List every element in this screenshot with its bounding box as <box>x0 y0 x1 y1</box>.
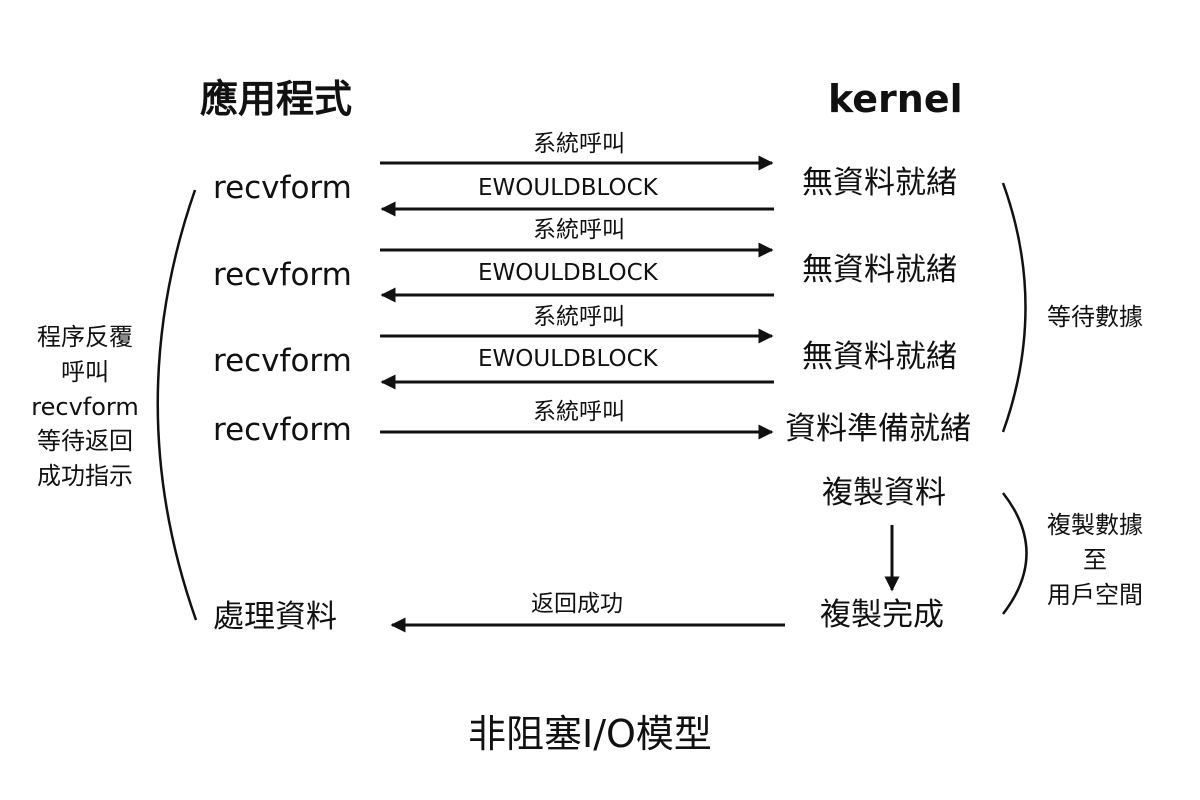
row4-call-label: 系統呼叫 <box>533 399 625 425</box>
final-process-label: 處理資料 <box>213 599 337 635</box>
copy-note-line: 複製數據 <box>1047 511 1143 539</box>
left-note-line: 等待返回 <box>37 427 133 456</box>
final-return-label: 返回成功 <box>531 591 623 617</box>
left-bracket <box>156 189 198 621</box>
row2-kernel-state: 無資料就緒 <box>802 252 957 288</box>
row2-reply-label: EWOULDBLOCK <box>478 260 658 286</box>
row2-process-label: recvform <box>213 257 352 293</box>
row3-call-label: 系統呼叫 <box>533 304 625 330</box>
row2-call-label: 系統呼叫 <box>533 217 625 243</box>
row4-process-label: recvform <box>213 412 352 448</box>
app-header: 應用程式 <box>200 77 353 121</box>
copy-done-label: 複製完成 <box>820 597 944 633</box>
left-note-line: 程序反覆 <box>37 323 133 351</box>
left-note-line: 呼叫 <box>61 357 109 386</box>
left-note: 程序反覆 呼叫 recvform 等待返回 成功指示 <box>14 320 156 494</box>
row1-kernel-state: 無資料就緒 <box>802 165 957 201</box>
copy-note: 複製數據 至 用戶空間 <box>1025 508 1165 612</box>
wait-note-line: 等待數據 <box>1047 303 1143 331</box>
row4-kernel-state: 資料準備就緒 <box>785 411 971 447</box>
row3-reply-label: EWOULDBLOCK <box>478 346 658 372</box>
copy-start-label: 複製資料 <box>822 475 946 511</box>
left-note-line: recvform <box>31 392 139 421</box>
row3-kernel-state: 無資料就緒 <box>802 339 957 375</box>
row3-process-label: recvform <box>213 343 352 379</box>
copy-note-line: 用戶空間 <box>1047 580 1143 609</box>
copy-note-line: 至 <box>1083 545 1107 574</box>
left-note-line: 成功指示 <box>37 462 133 491</box>
row1-process-label: recvform <box>213 170 352 206</box>
diagram-caption: 非阻塞I/O模型 <box>468 712 712 756</box>
wait-note: 等待數據 <box>1030 300 1160 335</box>
copy-bracket <box>1002 492 1028 615</box>
kernel-header: kernel <box>828 77 963 121</box>
wait-bracket <box>1001 182 1027 433</box>
row1-reply-label: EWOULDBLOCK <box>478 175 658 201</box>
row1-call-label: 系統呼叫 <box>533 131 625 157</box>
